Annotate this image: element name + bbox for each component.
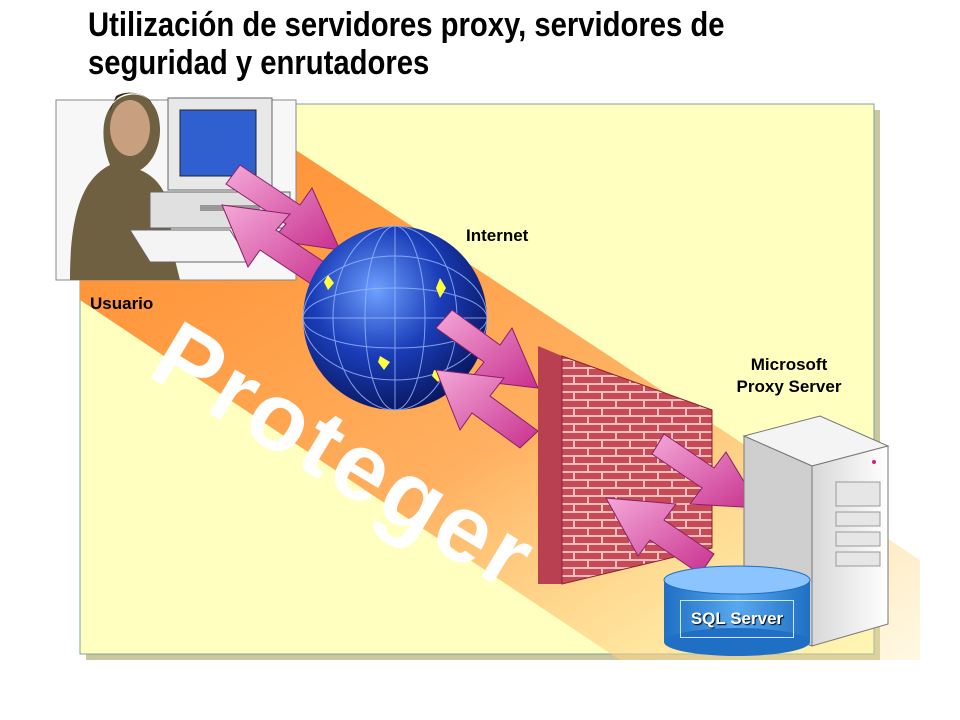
user-label: Usuario [90, 294, 154, 313]
arrow-proxy-to-sql [605, 497, 715, 575]
server-icon [742, 415, 890, 647]
title-line-2: seguridad y enrutadores [88, 44, 430, 82]
proxy-label-line-2: Proxy Server [736, 377, 842, 396]
sql-server-label: SQL Server [680, 600, 794, 638]
page-title: Utilización de servidores proxy, servido… [88, 6, 828, 82]
arrow-firewall-to-internet [435, 369, 539, 449]
globe-icon [302, 225, 488, 411]
arrow-firewall-to-proxy [651, 433, 761, 509]
title-line-1: Utilización de servidores proxy, servido… [88, 6, 725, 44]
database-icon [663, 565, 811, 656]
internet-label: Internet [466, 226, 529, 245]
proxy-label-line-1: Microsoft [750, 355, 828, 374]
firewall-icon [538, 346, 713, 585]
proxy-server-label: Microsoft Proxy Server [714, 354, 864, 398]
arrow-user-to-internet [225, 164, 341, 251]
arrow-internet-to-firewall [435, 309, 539, 389]
